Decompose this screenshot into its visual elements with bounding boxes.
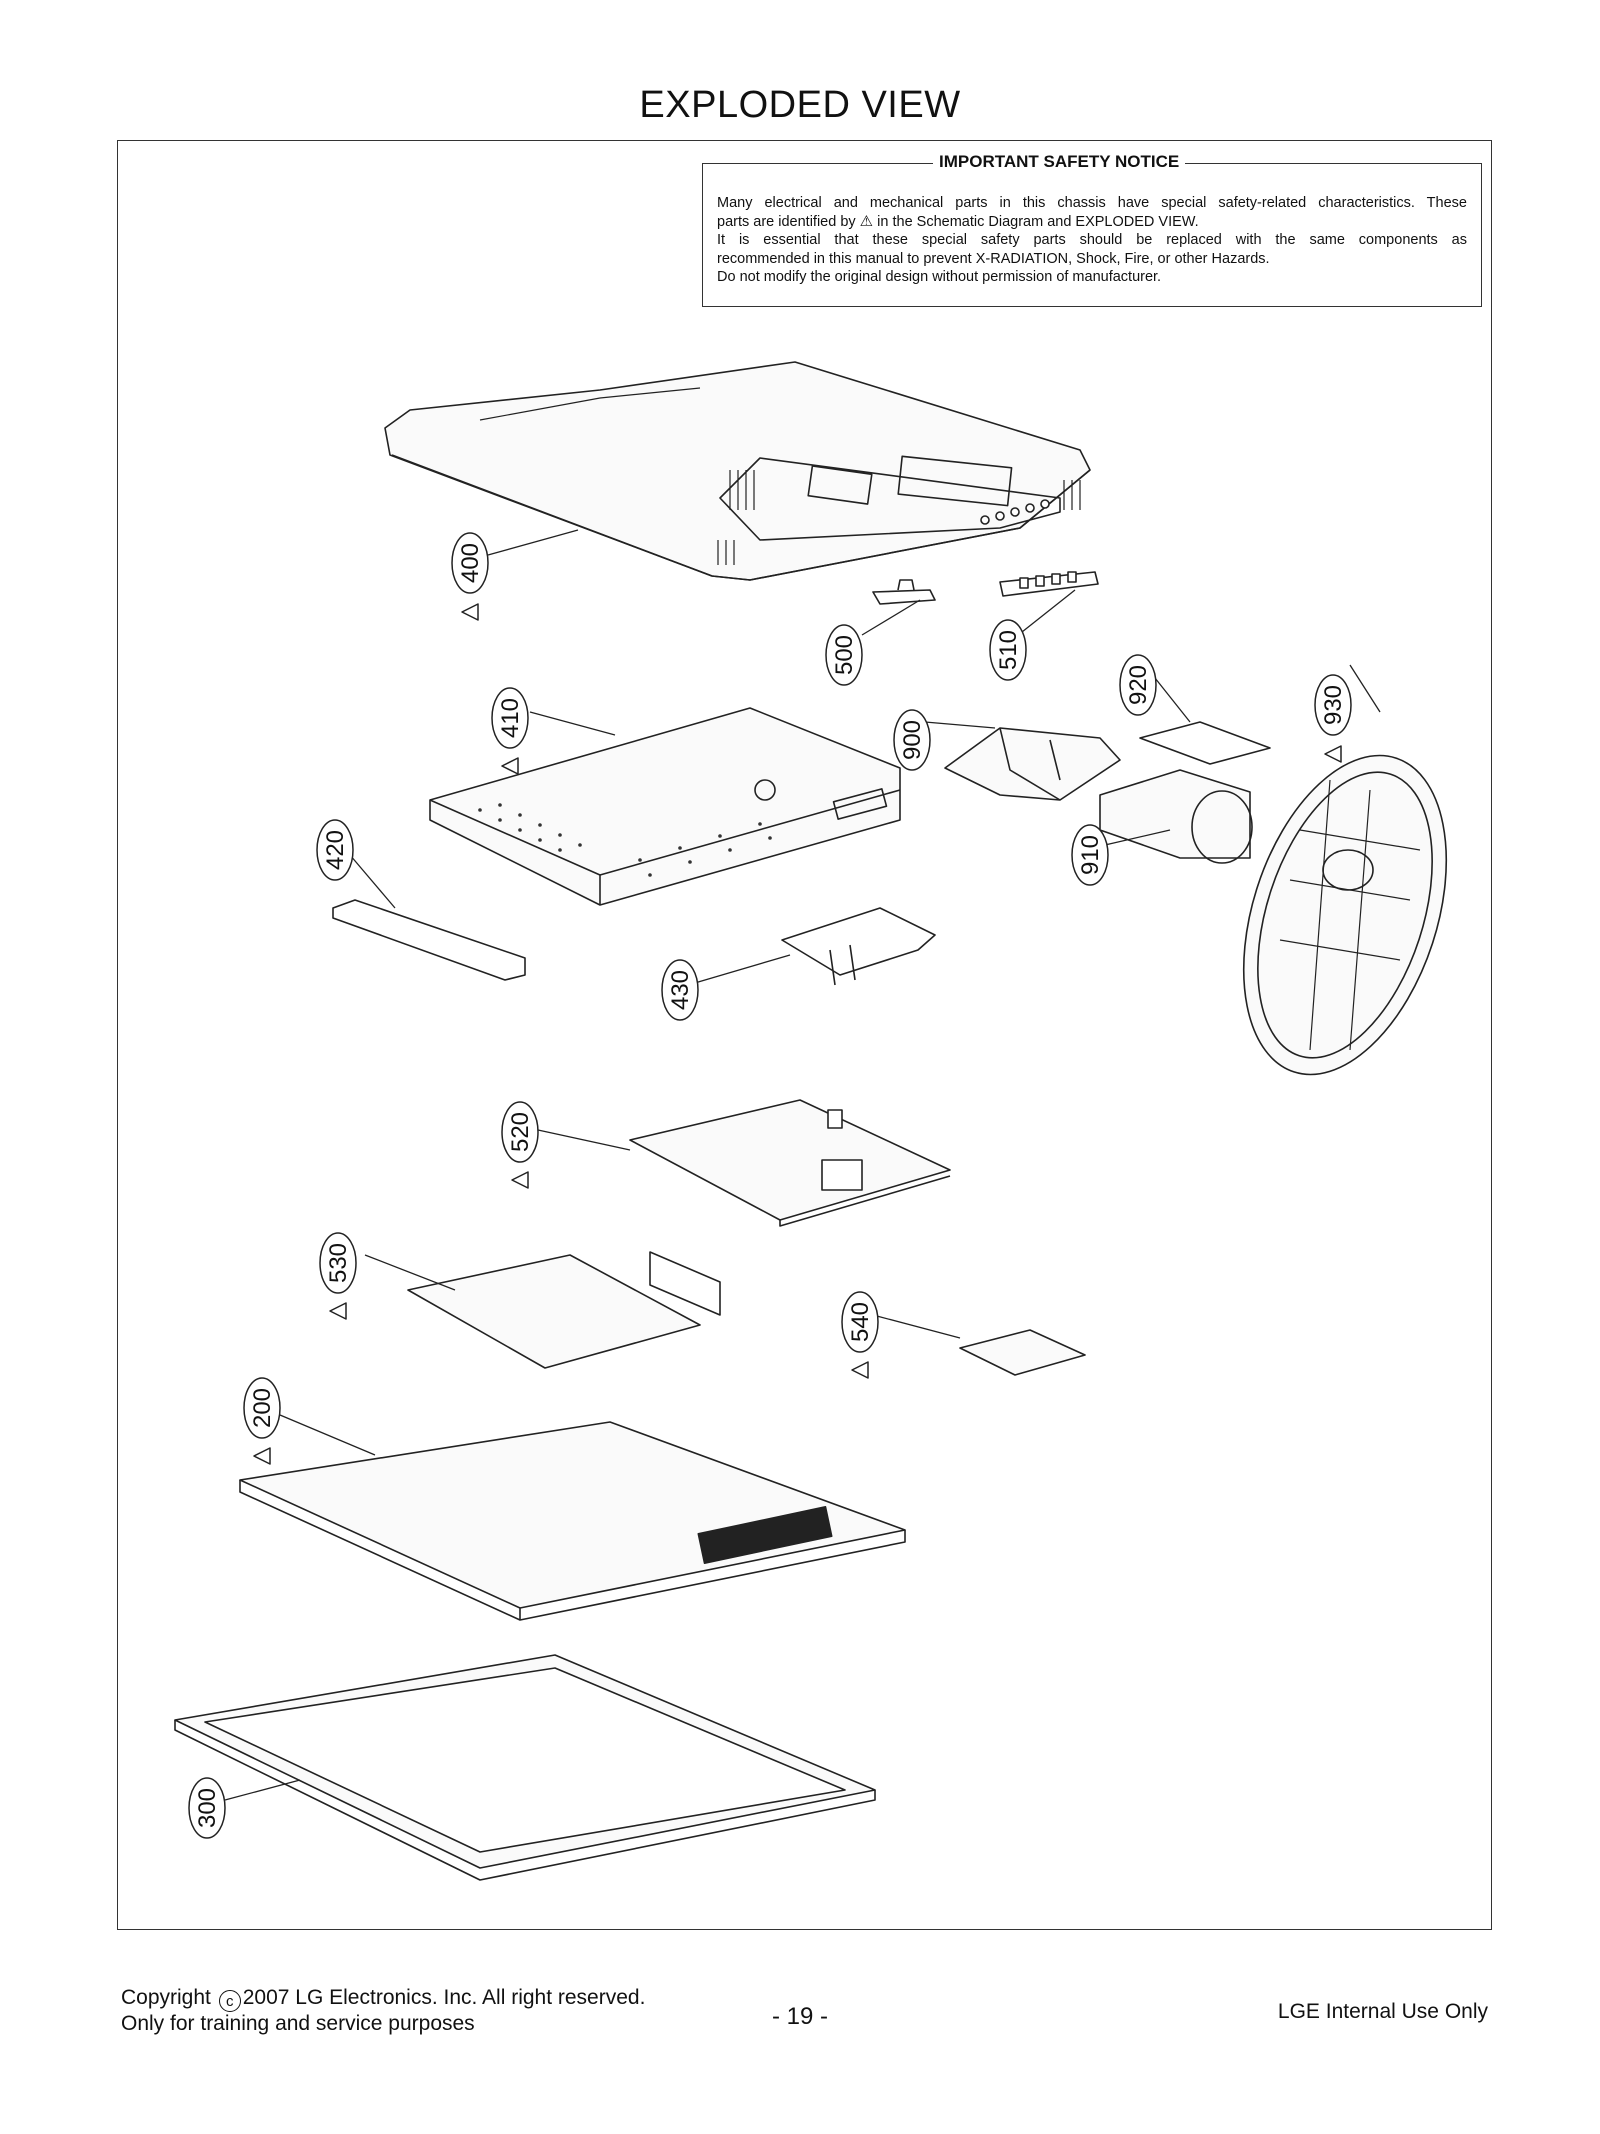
footer-internal: LGE Internal Use Only [1277,2000,1488,2023]
callout-430: 430 [667,970,694,1010]
warning-triangle-icon [501,757,519,775]
part-rear-cover [384,361,1091,581]
safety-markers [253,603,1342,1465]
notice-line-2: parts are identified by ⚠ in the Schemat… [717,213,1467,232]
safety-notice-box: IMPORTANT SAFETY NOTICE Many electrical … [702,152,1482,307]
notice-line-2-after: in the Schematic Diagram and EXPLODED VI… [877,213,1199,230]
drawing-frame [117,140,1492,1930]
callout-500: 500 [831,635,858,675]
callout-930: 930 [1320,685,1347,725]
part-500-bracket [872,579,936,605]
notice-line-5: Do not modify the original design withou… [717,269,1162,285]
warning-triangle-icon [1324,745,1342,763]
part-430-plate [781,907,936,986]
part-lcd-module [239,1421,906,1621]
warning-triangle-icon: ⚠ [859,212,874,230]
warning-triangle-icon [329,1302,347,1320]
callout-520: 520 [507,1112,534,1152]
notice-line-2-before: parts are identified by [717,213,856,230]
part-420-bracket [332,899,526,981]
callout-920: 920 [1125,665,1152,705]
part-910-neck [1099,769,1253,864]
notice-line-1: Many electrical and mechanical parts in … [717,195,1467,211]
warning-triangle-icon [851,1361,869,1379]
callout-900: 900 [899,720,926,760]
part-510-button-board [999,571,1099,597]
callout-420: 420 [322,830,349,870]
safety-notice-body: Many electrical and mechanical parts in … [717,194,1467,287]
warning-triangle-icon [461,603,479,621]
page-number: - 19 - [771,2003,828,2030]
copyright-prefix: Copyright [121,1986,211,2009]
warning-triangle-icon [511,1171,529,1189]
part-930-base [1242,754,1448,1076]
notice-line-4: recommended in this manual to prevent X-… [717,250,1270,267]
part-540-board [959,1329,1086,1376]
safety-notice-title: IMPORTANT SAFETY NOTICE [933,152,1186,172]
callout-530: 530 [325,1243,352,1283]
callout-510: 510 [995,630,1022,670]
part-front-bezel [174,1654,876,1881]
part-920-cover [1139,721,1271,765]
warning-triangle-icon [253,1447,271,1465]
part-530-frame [407,1251,721,1369]
callout-540: 540 [847,1302,874,1342]
part-520-main-board [629,1099,951,1227]
callout-300: 300 [194,1788,221,1828]
footer-purpose: Only for training and service purposes [121,2012,475,2035]
part-900-hinge [944,727,1121,801]
callout-200: 200 [249,1388,276,1428]
callout-910: 910 [1077,835,1104,875]
copyright-icon: c [218,1990,241,2012]
callout-410: 410 [497,698,524,738]
callout-400: 400 [457,543,484,583]
copyright-suffix: 2007 LG Electronics. Inc. All right rese… [242,1986,646,2009]
page-title: EXPLODED VIEW [639,84,961,126]
notice-line-3: It is essential that these special safet… [717,232,1467,248]
part-shield-case [429,707,901,906]
